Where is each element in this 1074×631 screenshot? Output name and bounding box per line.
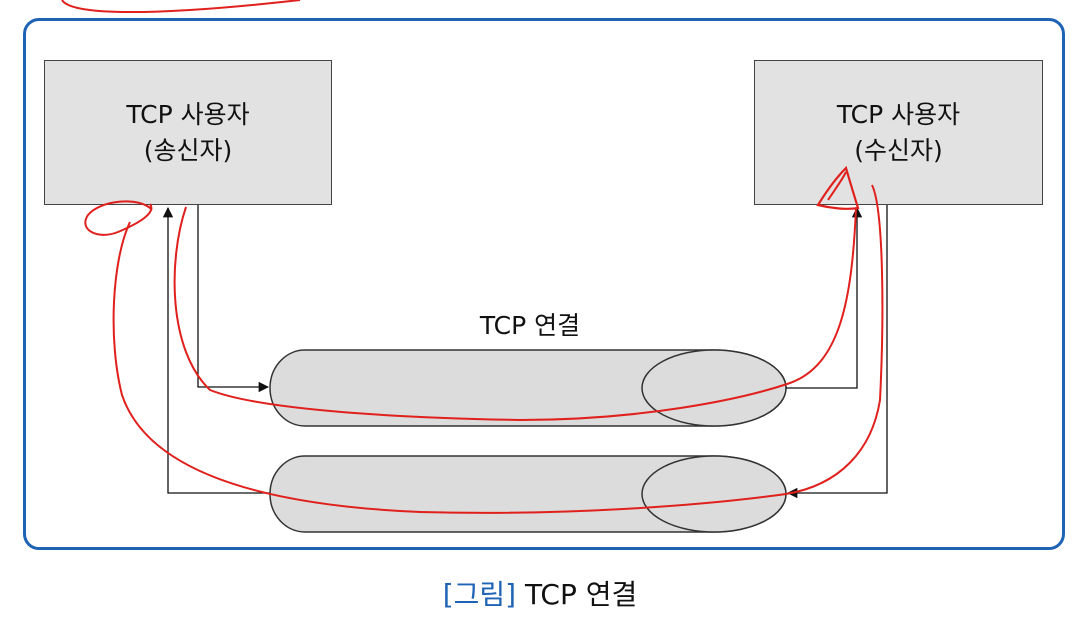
receiver-title: TCP 사용자 [836,99,961,129]
sender-outgoing-wire [197,205,270,393]
annotation-arrowhead-receiver [816,165,860,210]
receiver-outgoing-wire [786,205,888,499]
upper-pipe [269,349,787,427]
annotation-loop-sender [84,200,153,236]
figure-caption: [그림] TCP 연결 [380,573,700,613]
annotation-return-path [112,184,884,514]
sender-incoming-wire [162,206,270,494]
sender-box: TCP 사용자 (송신자) [44,60,332,205]
caption-text: TCP 연결 [524,578,638,611]
connection-label: TCP 연결 [479,311,581,340]
caption-tag: [그림] [442,578,517,611]
receiver-box: TCP 사용자 (수신자) [754,60,1043,205]
sender-role: (송신자) [143,135,233,165]
lower-pipe [269,455,787,533]
annotation-forward-path [173,206,857,422]
sender-title: TCP 사용자 [126,99,250,129]
receiver-role: (수신자) [854,135,943,165]
receiver-incoming-wire [786,206,863,389]
